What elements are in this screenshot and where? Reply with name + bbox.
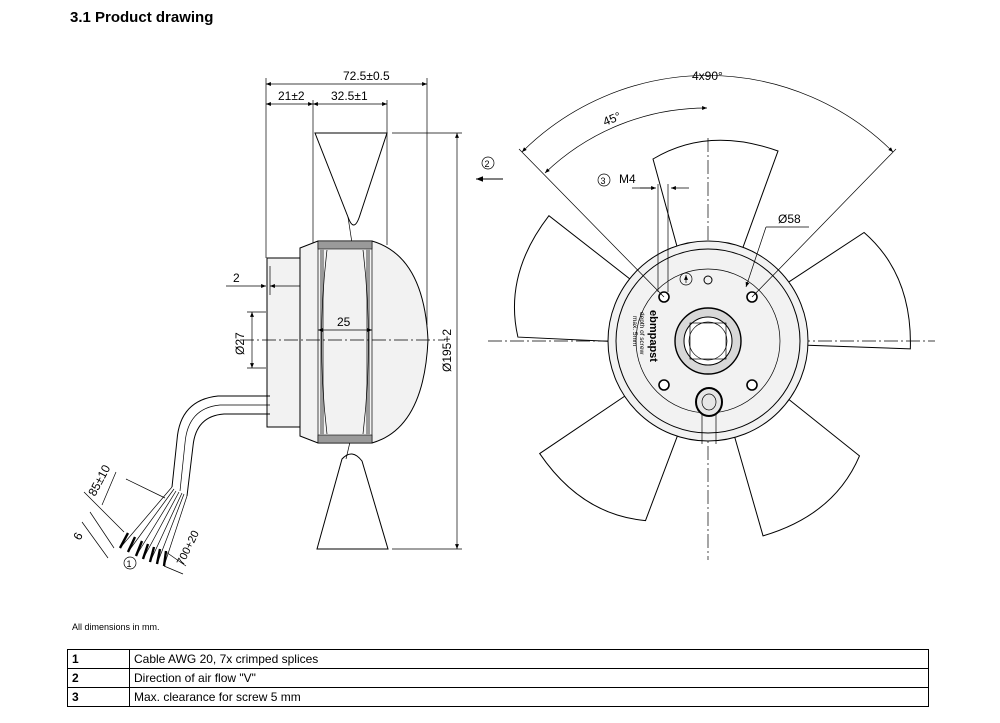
mount-hole	[746, 379, 758, 391]
mount-hole	[658, 379, 670, 391]
dim-screw-size: M4	[619, 172, 636, 186]
front-view: ebmpapst depth of screw max. 5mm 4x90° 4…	[488, 69, 935, 560]
legend-text: Direction of air flow "V"	[129, 668, 929, 688]
dim-gap: 2	[233, 271, 240, 285]
legend-number: 1	[67, 649, 130, 669]
brand-label: ebmpapst	[647, 310, 659, 362]
legend-number: 3	[67, 687, 130, 707]
dim-strip-length: 6	[70, 530, 86, 543]
blade-upper	[314, 132, 388, 226]
callout-cable: 1	[127, 559, 132, 569]
dim-blade-depth: 32.5±1	[331, 89, 368, 103]
dim-fan-diameter: Ø195+2	[440, 329, 454, 372]
table-row: 3 Max. clearance for screw 5 mm	[67, 687, 929, 707]
legend-text: Max. clearance for screw 5 mm	[129, 687, 929, 707]
table-row: 1 Cable AWG 20, 7x crimped splices	[67, 649, 929, 669]
dim-shaft-diameter: Ø27	[233, 332, 247, 355]
fan-blade	[538, 387, 684, 522]
depth-label-line-1: depth of screw	[638, 312, 645, 355]
dim-ring-width: 25	[337, 315, 351, 329]
dim-overall-length: 72.5±0.5	[343, 69, 390, 83]
table-row: 2 Direction of air flow "V"	[67, 668, 929, 688]
side-view: 72.5±0.5 21±2 32.5±1 2 Ø27 25 Ø195+2 2 8…	[70, 69, 503, 575]
depth-label-line-2: max. 5mm	[631, 316, 638, 346]
dim-bolt-circle: Ø58	[778, 212, 801, 226]
fan-blade	[513, 215, 642, 343]
page-title: 3.1 Product drawing	[70, 9, 214, 26]
fan-blade	[775, 231, 911, 350]
dim-hub-offset: 21±2	[278, 89, 305, 103]
motor-hub	[266, 240, 429, 444]
cable	[171, 395, 270, 488]
dim-angle: 45°	[601, 109, 623, 129]
legend-table: 1 Cable AWG 20, 7x crimped splices 2 Dir…	[67, 649, 929, 707]
arrow-icon	[679, 272, 693, 286]
dim-hole-pattern: 4x90°	[692, 69, 723, 83]
dim-lead-length: 85±10	[85, 462, 113, 498]
fan-blade	[730, 389, 861, 537]
blade-lower	[316, 453, 389, 550]
dimension-note: All dimensions in mm.	[72, 622, 160, 632]
callout-airflow: 2	[485, 159, 490, 169]
dim-cable-length: 700+20	[175, 529, 202, 568]
legend-text: Cable AWG 20, 7x crimped splices	[129, 649, 929, 669]
legend-number: 2	[67, 668, 130, 688]
callout-screw: 3	[601, 176, 606, 186]
